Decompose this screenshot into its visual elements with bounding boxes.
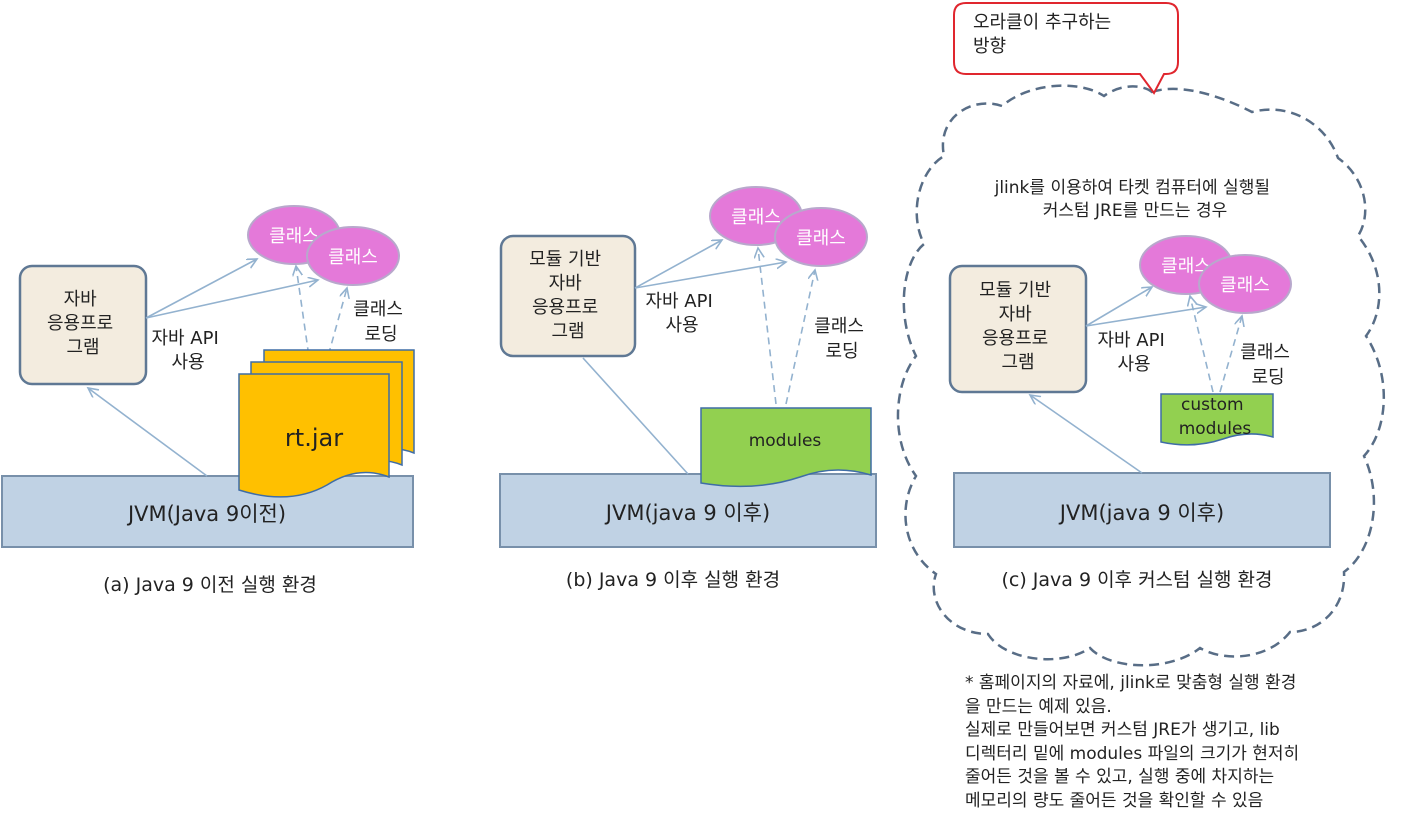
jvm-box-b [499, 473, 877, 548]
jvm-box-a [1, 475, 414, 548]
class-ellipse-c-2 [1198, 254, 1292, 314]
svg-text:자바 API 사용: 자바 API 사용 [1097, 330, 1170, 375]
svg-text:자바 API 사용: 자바 API 사용 [151, 328, 224, 373]
api-label-b-1: 자바 API [645, 291, 712, 312]
line-jvm-to-app-b [582, 357, 689, 475]
loading-label-a-2: 로딩 [364, 324, 397, 345]
class-label-b-2: 클래스 [796, 228, 846, 249]
svg-text:클래스 로딩: 클래스 로딩 [1240, 342, 1295, 388]
arrow-api-class2-a [145, 280, 318, 319]
app-line-a-2: 응용프로 [47, 313, 113, 334]
app-line-a-1: 자바 [64, 289, 98, 310]
class-label-b-1: 클래스 [731, 207, 781, 228]
app-box-a [18, 264, 148, 386]
loading-label-a-1: 클래스 [353, 299, 403, 320]
api-label-a-1: 자바 API [151, 328, 218, 349]
panel-a: JVM(Java 9이전) 자바 응용프로 그램 자바 API 사용 클래스 클… [1, 205, 415, 596]
arrow-api-class1-b [634, 240, 722, 289]
desc-line-1: jlink를 이용하여 타켓 컴퓨터에 실행될 [994, 178, 1270, 198]
svg-text:자바 응용프로 그램: 자바 응용프로 그램 [47, 289, 119, 358]
class-label-c-1: 클래스 [1161, 256, 1211, 277]
loading-label-b-1: 클래스 [814, 316, 864, 337]
app-line-b-3: 응용프로 [532, 297, 598, 318]
arrow-api-class2-c [1085, 307, 1206, 327]
caption-c: (c) Java 9 이후 커스텀 실행 환경 [1001, 569, 1272, 591]
svg-text:오라클이 추구하는 방향: 오라클이 추구하는 방향 [973, 12, 1117, 57]
svg-text:클래스 로딩: 클래스 로딩 [353, 299, 408, 345]
class-ellipse-a-2 [306, 226, 400, 286]
app-line-c-3: 응용프로 [982, 328, 1048, 349]
class-label-a-1: 클래스 [269, 226, 319, 247]
jvm-box-c [953, 472, 1331, 548]
caption-a: (a) Java 9 이전 실행 환경 [103, 574, 317, 596]
app-line-b-1: 모듈 기반 [529, 249, 601, 270]
class-label-a-2: 클래스 [328, 247, 378, 268]
arrow-loading-b-1 [758, 248, 777, 405]
custom-modules-line-2: modules [1179, 419, 1252, 439]
desc-line-2: 커스텀 JRE를 만드는 경우 [1043, 201, 1228, 221]
app-line-c-4: 그램 [1001, 352, 1034, 373]
modules-document-b [700, 407, 872, 488]
panel-b: JVM(java 9 이후) 모듈 기반 자바 응용프로 그램 자바 API 사… [499, 186, 877, 591]
api-label-c-2: 사용 [1117, 354, 1150, 375]
callout-line-1: 오라클이 추구하는 [973, 12, 1111, 33]
arrow-loading-c-1 [1190, 296, 1214, 393]
arrow-loading-b-2 [785, 270, 815, 405]
app-box-b [499, 234, 637, 358]
svg-text:클래스 로딩: 클래스 로딩 [814, 316, 869, 362]
footnote: * 홈페이지의 자료에, jlink로 맞춤형 실행 환경 을 만드는 예제 있… [965, 673, 1300, 811]
class-ellipse-b-2 [774, 207, 868, 267]
callout-line-2: 방향 [973, 36, 1006, 57]
api-label-c-1: 자바 API [1097, 330, 1164, 351]
arrow-loading-c-2 [1219, 316, 1242, 393]
class-label-c-2: 클래스 [1220, 275, 1270, 296]
cloud-outline [896, 84, 1385, 667]
api-label-a-2: 사용 [171, 352, 204, 373]
caption-b: (b) Java 9 이후 실행 환경 [566, 569, 780, 591]
custom-modules-line-1: custom [1181, 395, 1244, 415]
custom-modules-document [1160, 393, 1274, 446]
jvm-label-c: JVM(java 9 이후) [1058, 501, 1224, 525]
jvm-label-a: JVM(Java 9이전) [126, 502, 286, 526]
arrow-api-class1-c [1085, 287, 1152, 327]
modules-label-b: modules [749, 431, 822, 451]
svg-text:모듈 기반 자바 응용프로: 모듈 기반 자바 응용프로 그램 [529, 249, 607, 342]
loading-label-b-2: 로딩 [825, 341, 858, 362]
svg-text:jlink를 이용하여 타켓 컴퓨터에 실행될: jlink를 이용하여 타켓 컴퓨터에 실행될 커스텀 JRE를 만드는 경우 [994, 178, 1276, 221]
arrow-api-class1-a [145, 259, 257, 319]
panel-c: 오라클이 추구하는 방향 jlink를 이용하여 타켓 컴퓨터에 실행될 커스텀… [896, 2, 1385, 667]
loading-label-c-1: 클래스 [1240, 342, 1290, 363]
app-box-c [948, 264, 1088, 394]
app-line-c-2: 자바 [999, 304, 1033, 325]
app-line-b-4: 그램 [551, 321, 584, 342]
callout-bubble [953, 2, 1179, 95]
rt-jar-document-stack [238, 349, 415, 498]
svg-text:자바 API 사용: 자바 API 사용 [645, 291, 718, 336]
arrow-jvm-to-app-a [88, 388, 208, 477]
svg-text:custom modules: custom modules [1179, 395, 1252, 439]
app-line-b-2: 자바 [549, 273, 583, 294]
rt-jar-label: rt.jar [285, 424, 343, 452]
arrow-jvm-to-app-c [1030, 395, 1143, 474]
app-line-a-3: 그램 [66, 337, 99, 358]
svg-text:모듈 기반 자바 응용프로: 모듈 기반 자바 응용프로 그램 [979, 280, 1057, 373]
jvm-label-b: JVM(java 9 이후) [604, 501, 770, 525]
loading-label-c-2: 로딩 [1251, 367, 1284, 388]
api-label-b-2: 사용 [665, 315, 698, 336]
app-line-c-1: 모듈 기반 [979, 280, 1051, 301]
